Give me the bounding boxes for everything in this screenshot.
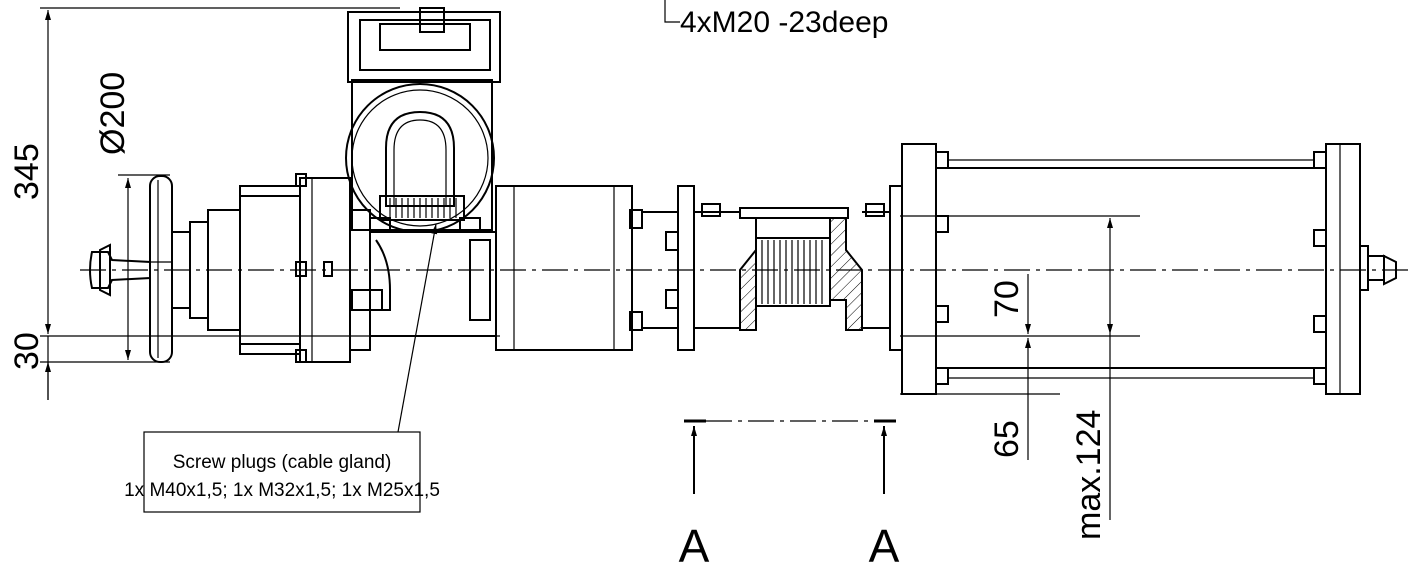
dimension-345: 345 [8, 9, 51, 334]
section-marker: A A [679, 419, 900, 566]
handwheel [89, 175, 191, 363]
dimension-70-label: 70 [988, 280, 1026, 318]
dimension-30: 30 [8, 332, 51, 400]
dimension-345-label: 345 [8, 143, 46, 200]
valve-body-flanges [889, 143, 1397, 395]
dimension-70: 70 [988, 274, 1031, 334]
coupling-section [642, 185, 740, 351]
section-label-right: A [869, 520, 900, 566]
callout-line-2: 1x M40x1,5; 1x M32x1,5; 1x M25x1,5 [124, 480, 440, 501]
callout-line-1: Screw plugs (cable gland) [173, 452, 392, 473]
terminal-comb [389, 198, 457, 218]
dimension-65-label: 65 [988, 420, 1026, 458]
actuator-housing [345, 7, 501, 337]
motor-block [495, 185, 643, 351]
bellows-convolutions [761, 240, 823, 304]
dimension-30-label: 30 [8, 332, 46, 370]
bellows-section [701, 203, 890, 331]
thread-note-label: 4xM20 -23deep [680, 6, 888, 39]
screw-plugs-callout: Screw plugs (cable gland) 1x M40x1,5; 1x… [124, 223, 440, 513]
section-label-left: A [679, 520, 710, 566]
thread-note: 4xM20 -23deep [664, 0, 888, 39]
dimension-65: 65 [988, 338, 1031, 460]
dimension-diameter-200: Ø200 [94, 72, 132, 360]
dimension-diameter-label: Ø200 [94, 72, 132, 155]
dimension-max-124: max.124 [1070, 218, 1113, 540]
dimension-max-124-label: max.124 [1070, 410, 1108, 540]
gearbox-housing [189, 173, 371, 363]
